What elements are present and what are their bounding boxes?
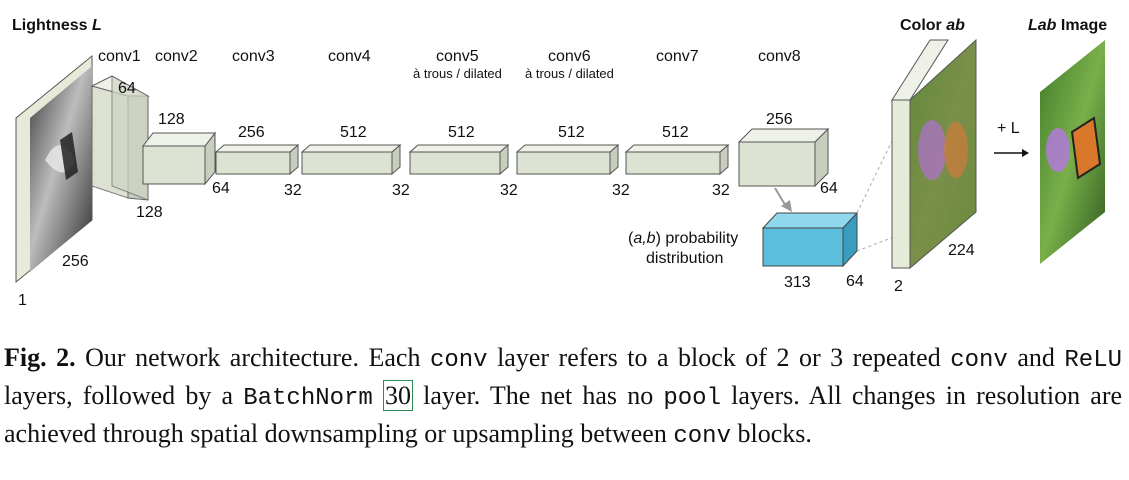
network-architecture-figure: Lightness L Color ab Lab Image 1 256 [12,17,1107,309]
caption-text: layer. The net has no [413,381,664,410]
layer-name-label: conv3 [232,48,275,65]
plus-l-arrow [994,149,1029,157]
caption-code: conv [673,423,731,450]
lab-image-title: Lab Image [1028,17,1107,34]
layer-resolution-label: 32 [500,182,518,199]
layer-channels-label: 256 [238,124,265,141]
lab-thistle-flower [1046,128,1070,172]
layer-name-label: conv7 [656,48,699,65]
layer-channels-label: 512 [662,124,689,141]
butterfly-shape [60,132,78,180]
caption-fig-label: Fig. 2. [4,343,76,372]
prob-distribution-block [761,211,859,268]
layer-resolution-label: 32 [284,182,302,199]
input-height-label: 256 [62,253,89,270]
conv1-block [90,75,150,201]
caption-text: Our network architecture. Each [75,343,430,372]
caption-code: conv [429,347,488,374]
layer-resolution-label: 32 [392,182,410,199]
layer-name-label: conv5 [436,48,479,65]
layer-channels-label: 512 [448,124,475,141]
prob-label-line1: (a,b) probability [628,230,738,247]
caption-code: ReLU [1064,347,1122,374]
conv5-block [408,143,510,176]
conv2-block [141,131,217,186]
caption-code: BatchNorm [243,385,373,412]
conv8-block [737,127,830,188]
layer-resolution-label: 32 [612,182,630,199]
citation-link[interactable]: 30 [383,380,413,411]
input-title: Lightness L [12,17,102,34]
prob-width-label: 313 [784,274,811,291]
layer-name-label: conv4 [328,48,371,65]
ab-orange-region [944,122,968,178]
caption-text: layer refers to a block of 2 or 3 repeat… [487,343,951,372]
layer-sub-label: à trous / dilated [413,66,502,81]
conv3-block [214,143,300,176]
layer-resolution-label: 64 [212,180,230,197]
prob-label-line2: distribution [646,250,723,267]
caption-text: layers. All changes in resolution are ac… [4,381,1123,448]
ab-purple-region [918,120,946,180]
layer-resolution-label: 64 [820,180,838,197]
lab-butterfly [1072,118,1100,178]
input-depth-label: 1 [18,292,27,309]
layer-resolution-label: 128 [136,204,163,221]
prob-height-label: 64 [846,273,864,290]
layer-channels-label: 512 [558,124,585,141]
layer-channels-label: 64 [118,80,136,97]
caption-text: and [1007,343,1065,372]
conv8-to-prob-arrow [774,187,792,212]
caption-code: conv [950,347,1008,374]
layer-resolution-label: 32 [712,182,730,199]
conv4-block [300,143,402,176]
plus-l-label: + L [997,120,1020,137]
color-height-label: 224 [948,242,975,259]
caption-text [373,381,383,410]
layer-sub-label: à trous / dilated [525,66,614,81]
layer-channels-label: 256 [766,111,793,128]
layer-name-label: conv8 [758,48,801,65]
layer-name-label: conv2 [155,48,198,65]
color-ab-title: Color ab [900,17,965,34]
conv6-block [515,143,620,176]
layer-channels-label: 512 [340,124,367,141]
conv7-block [624,143,730,176]
layer-name-label: conv1 [98,48,141,65]
figure-caption: Fig. 2. Our network architecture. Each c… [4,340,1122,454]
layer-labels: conv1 64 128 conv2 128 64 conv3 256 32 conv4 512 32… [98,48,838,221]
layer-name-label: conv6 [548,48,591,65]
caption-code: pool [663,385,721,412]
lab-output-image [1040,40,1105,264]
caption-text: layers, followed by a [4,381,244,410]
color-ab-slab [891,38,977,270]
input-image-slab [15,54,93,284]
color-depth-label: 2 [894,278,903,295]
caption-text: blocks. [730,419,812,448]
layer-channels-label: 128 [158,111,185,128]
